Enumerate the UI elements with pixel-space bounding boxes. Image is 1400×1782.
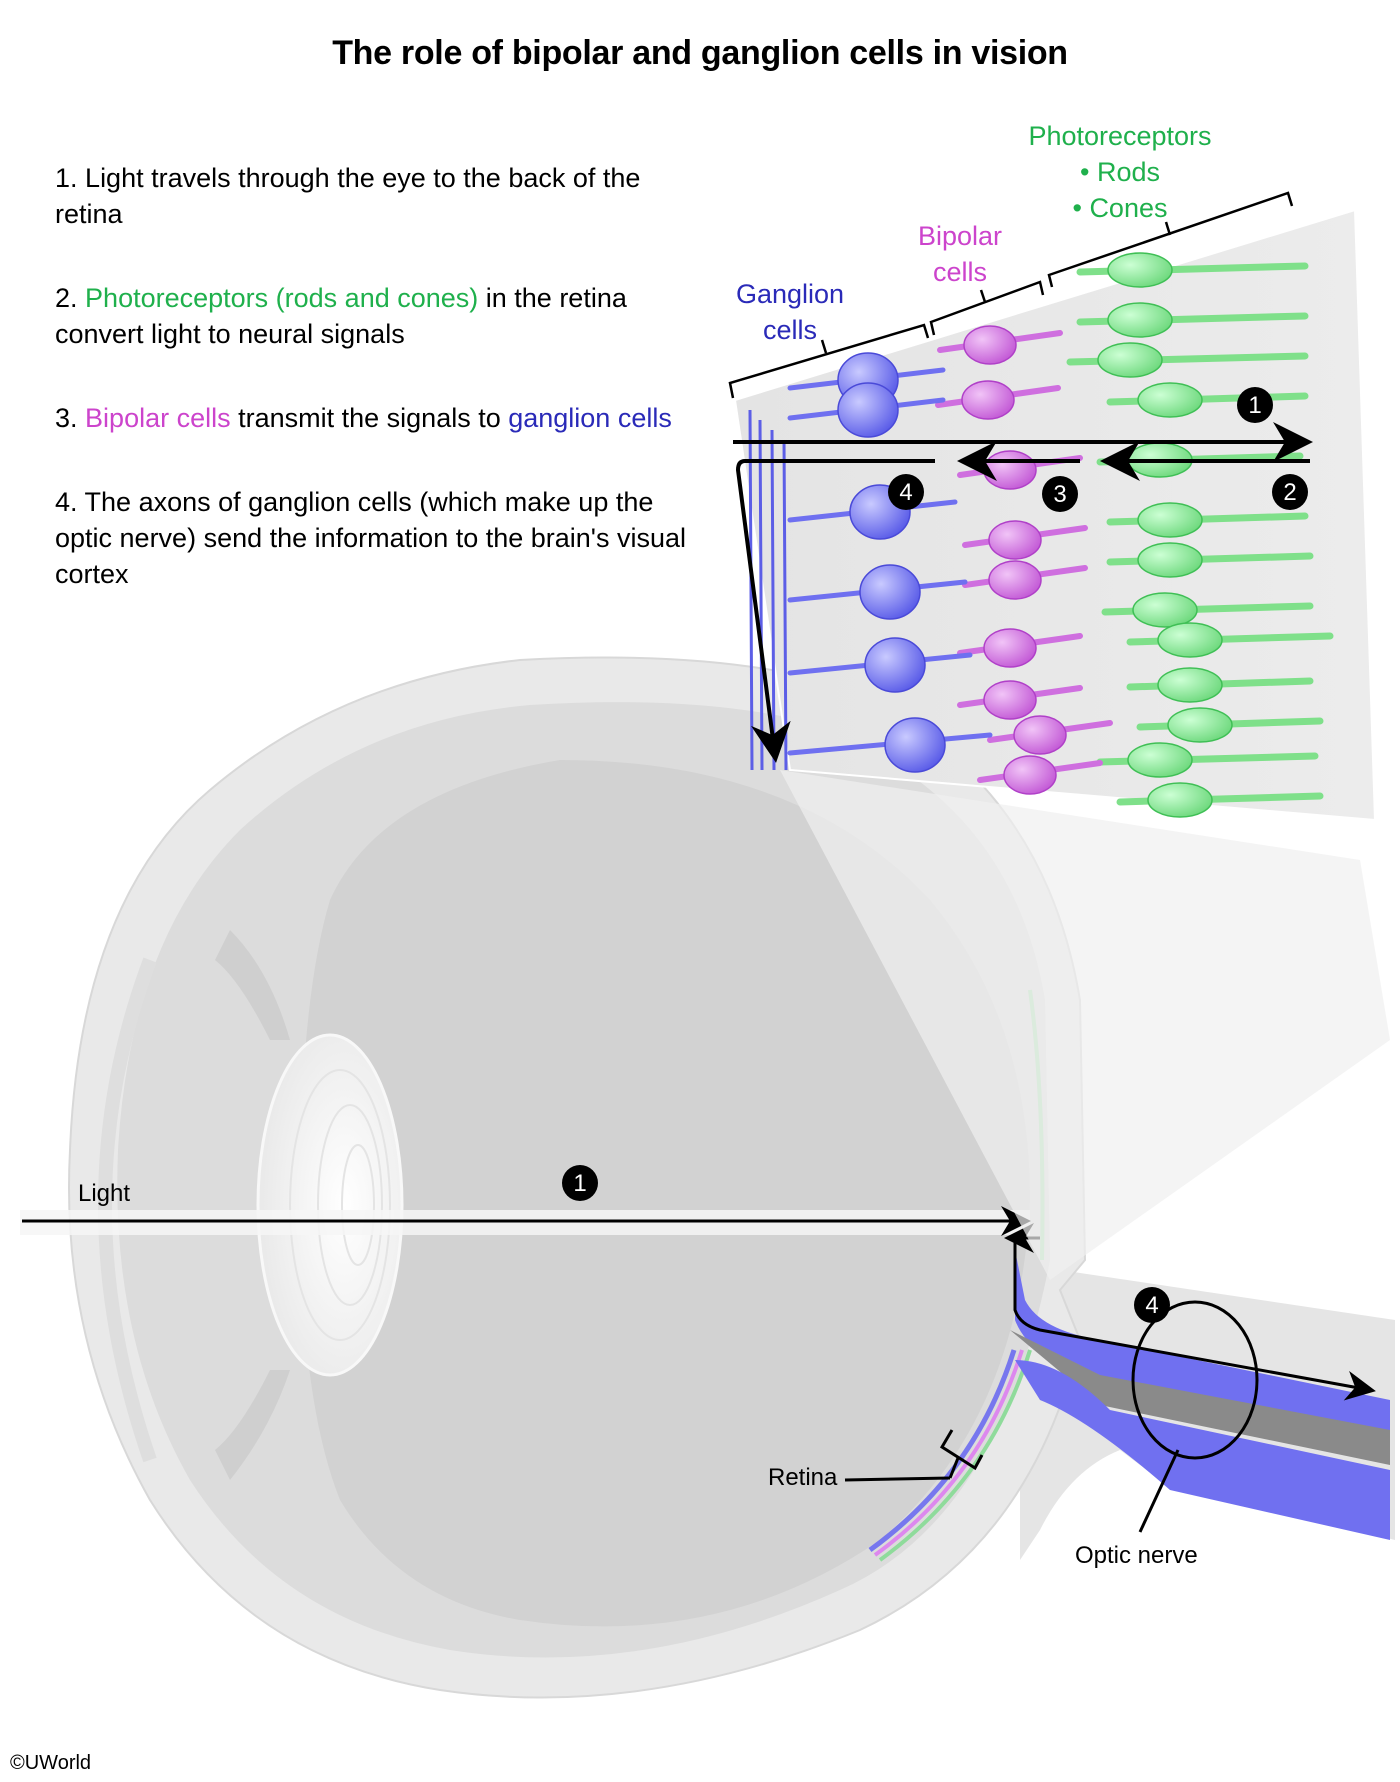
inset-axon-arrow: [735, 459, 935, 763]
svg-text:2: 2: [1283, 479, 1296, 506]
photoreceptor-body: [1157, 667, 1223, 703]
ganglion-label: Ganglion cells: [715, 276, 865, 348]
retina-label: Retina: [768, 1464, 838, 1491]
retina-bracket: [939, 1429, 984, 1471]
photoreceptor-bracket-tick: [1164, 221, 1172, 236]
step-number: 3.: [55, 403, 78, 433]
retina-leader-seg: [948, 1457, 960, 1479]
step-1: 1. Light travels through the eye to the …: [55, 160, 705, 232]
step-text: in the retina convert light to neural si…: [55, 283, 627, 349]
bipolar-body: [963, 325, 1017, 365]
step-text: transmit the signals to: [230, 403, 509, 433]
inset-connector: [780, 770, 1390, 1280]
steps-list: 1. Light travels through the eye to the …: [55, 160, 705, 640]
ganglion-line1: Ganglion: [735, 279, 845, 309]
bipolar-body: [961, 380, 1015, 420]
ganglion-bracket: [728, 323, 930, 399]
svg-text:1: 1: [573, 1170, 586, 1197]
inset-badge-3: 3: [1042, 476, 1078, 512]
inset-badge-2: 2: [1272, 474, 1308, 510]
ciliary-body-lower: [215, 1370, 290, 1480]
step-number: 4.: [55, 487, 78, 517]
page-title: The role of bipolar and ganglion cells i…: [332, 34, 1068, 72]
svg-text:4: 4: [899, 479, 912, 506]
photoreceptors-label: Photoreceptors • Rods • Cones: [1000, 118, 1240, 226]
axon-path-arrow: [1013, 1242, 1376, 1401]
optic-nerve-leader: [1138, 1449, 1180, 1533]
retina-layer-pink-lower: [873, 1349, 1024, 1557]
step-number: 1.: [55, 163, 78, 193]
lens-ring: [317, 1104, 383, 1306]
inset-badge-4: 4: [888, 474, 924, 510]
bipolar-body: [988, 520, 1042, 560]
ganglion-bracket-tick: [820, 339, 828, 354]
svg-text:1: 1: [1248, 392, 1261, 419]
inset-badge-1: 1: [1237, 387, 1273, 423]
step-number: 2.: [55, 283, 78, 313]
ganglion-highlight: ganglion cells: [508, 403, 672, 433]
svg-text:3: 3: [1053, 481, 1066, 508]
optic-nerve-circle: [1131, 1300, 1259, 1460]
photoreceptor-body: [1137, 542, 1203, 578]
eye-badge-4: 4: [1134, 1287, 1170, 1323]
ganglion-body: [884, 717, 946, 773]
lens-ring: [289, 1069, 391, 1341]
photoreceptor-body: [1107, 252, 1173, 288]
ganglion-axon-bundle: [748, 409, 788, 771]
photoreceptor-body: [1147, 782, 1213, 818]
bipolar-body: [988, 560, 1042, 600]
eye-badge-1: 1: [562, 1165, 598, 1201]
ganglion-body: [864, 637, 926, 693]
photoreceptor-body: [1137, 382, 1203, 418]
bipolar-body: [983, 450, 1037, 490]
cornea: [98, 957, 157, 1463]
photoreceptor-body: [1127, 742, 1193, 778]
photoreceptor-body: [1132, 592, 1198, 628]
ciliary-body: [215, 930, 290, 1040]
step-2: 2. Photoreceptors (rods and cones) in th…: [55, 280, 705, 352]
bipolar-body: [1003, 755, 1057, 795]
light-label: Light: [78, 1180, 131, 1207]
optic-nerve-label: Optic nerve: [1075, 1542, 1198, 1569]
bipolar-highlight: Bipolar cells: [85, 403, 231, 433]
bipolar-body: [983, 628, 1037, 668]
photoreceptors-highlight: Photoreceptors (rods and cones): [85, 283, 479, 313]
bipolar-bracket-tick: [979, 289, 987, 303]
ganglion-body: [859, 564, 921, 620]
optic-nerve-fibers-lower: [1015, 1360, 1390, 1540]
step-text: Light travels through the eye to the bac…: [55, 163, 641, 229]
ganglion-line2: cells: [762, 315, 817, 345]
svg-text:4: 4: [1145, 1292, 1158, 1319]
retinal-cells: [787, 252, 1334, 818]
copyright: ©UWorld: [10, 1752, 92, 1774]
rods-item: • Rods: [1080, 157, 1160, 187]
retina-layer-blue-lower: [868, 1349, 1017, 1553]
bipolar-body: [983, 680, 1037, 720]
ganglion-body: [837, 382, 899, 438]
photoreceptor-body: [1157, 622, 1223, 658]
lens: [256, 1033, 404, 1377]
photoreceptors-title: Photoreceptors: [1028, 121, 1212, 151]
step-4: 4. The axons of ganglion cells (which ma…: [55, 484, 705, 592]
lens-ring: [341, 1144, 375, 1266]
bipolar-line2: cells: [932, 257, 987, 287]
cones-item: • Cones: [1072, 193, 1168, 223]
photoreceptor-body: [1167, 707, 1233, 743]
photoreceptor-body: [1097, 342, 1163, 378]
optic-nerve-core: [1010, 1330, 1390, 1465]
vitreous-body: [300, 760, 1030, 1627]
photoreceptor-body: [1137, 502, 1203, 538]
step-text: The axons of ganglion cells (which make …: [55, 487, 686, 589]
bipolar-label: Bipolar cells: [895, 218, 1025, 290]
step-3: 3. Bipolar cells transmit the signals to…: [55, 400, 705, 436]
optic-nerve-fibers-upper: [1015, 1250, 1390, 1440]
bipolar-bracket: [929, 280, 1045, 336]
bipolar-body: [1013, 715, 1067, 755]
retina-leader: [844, 1476, 951, 1482]
photoreceptor-body: [1107, 302, 1173, 338]
bipolar-line1: Bipolar: [917, 221, 1003, 251]
